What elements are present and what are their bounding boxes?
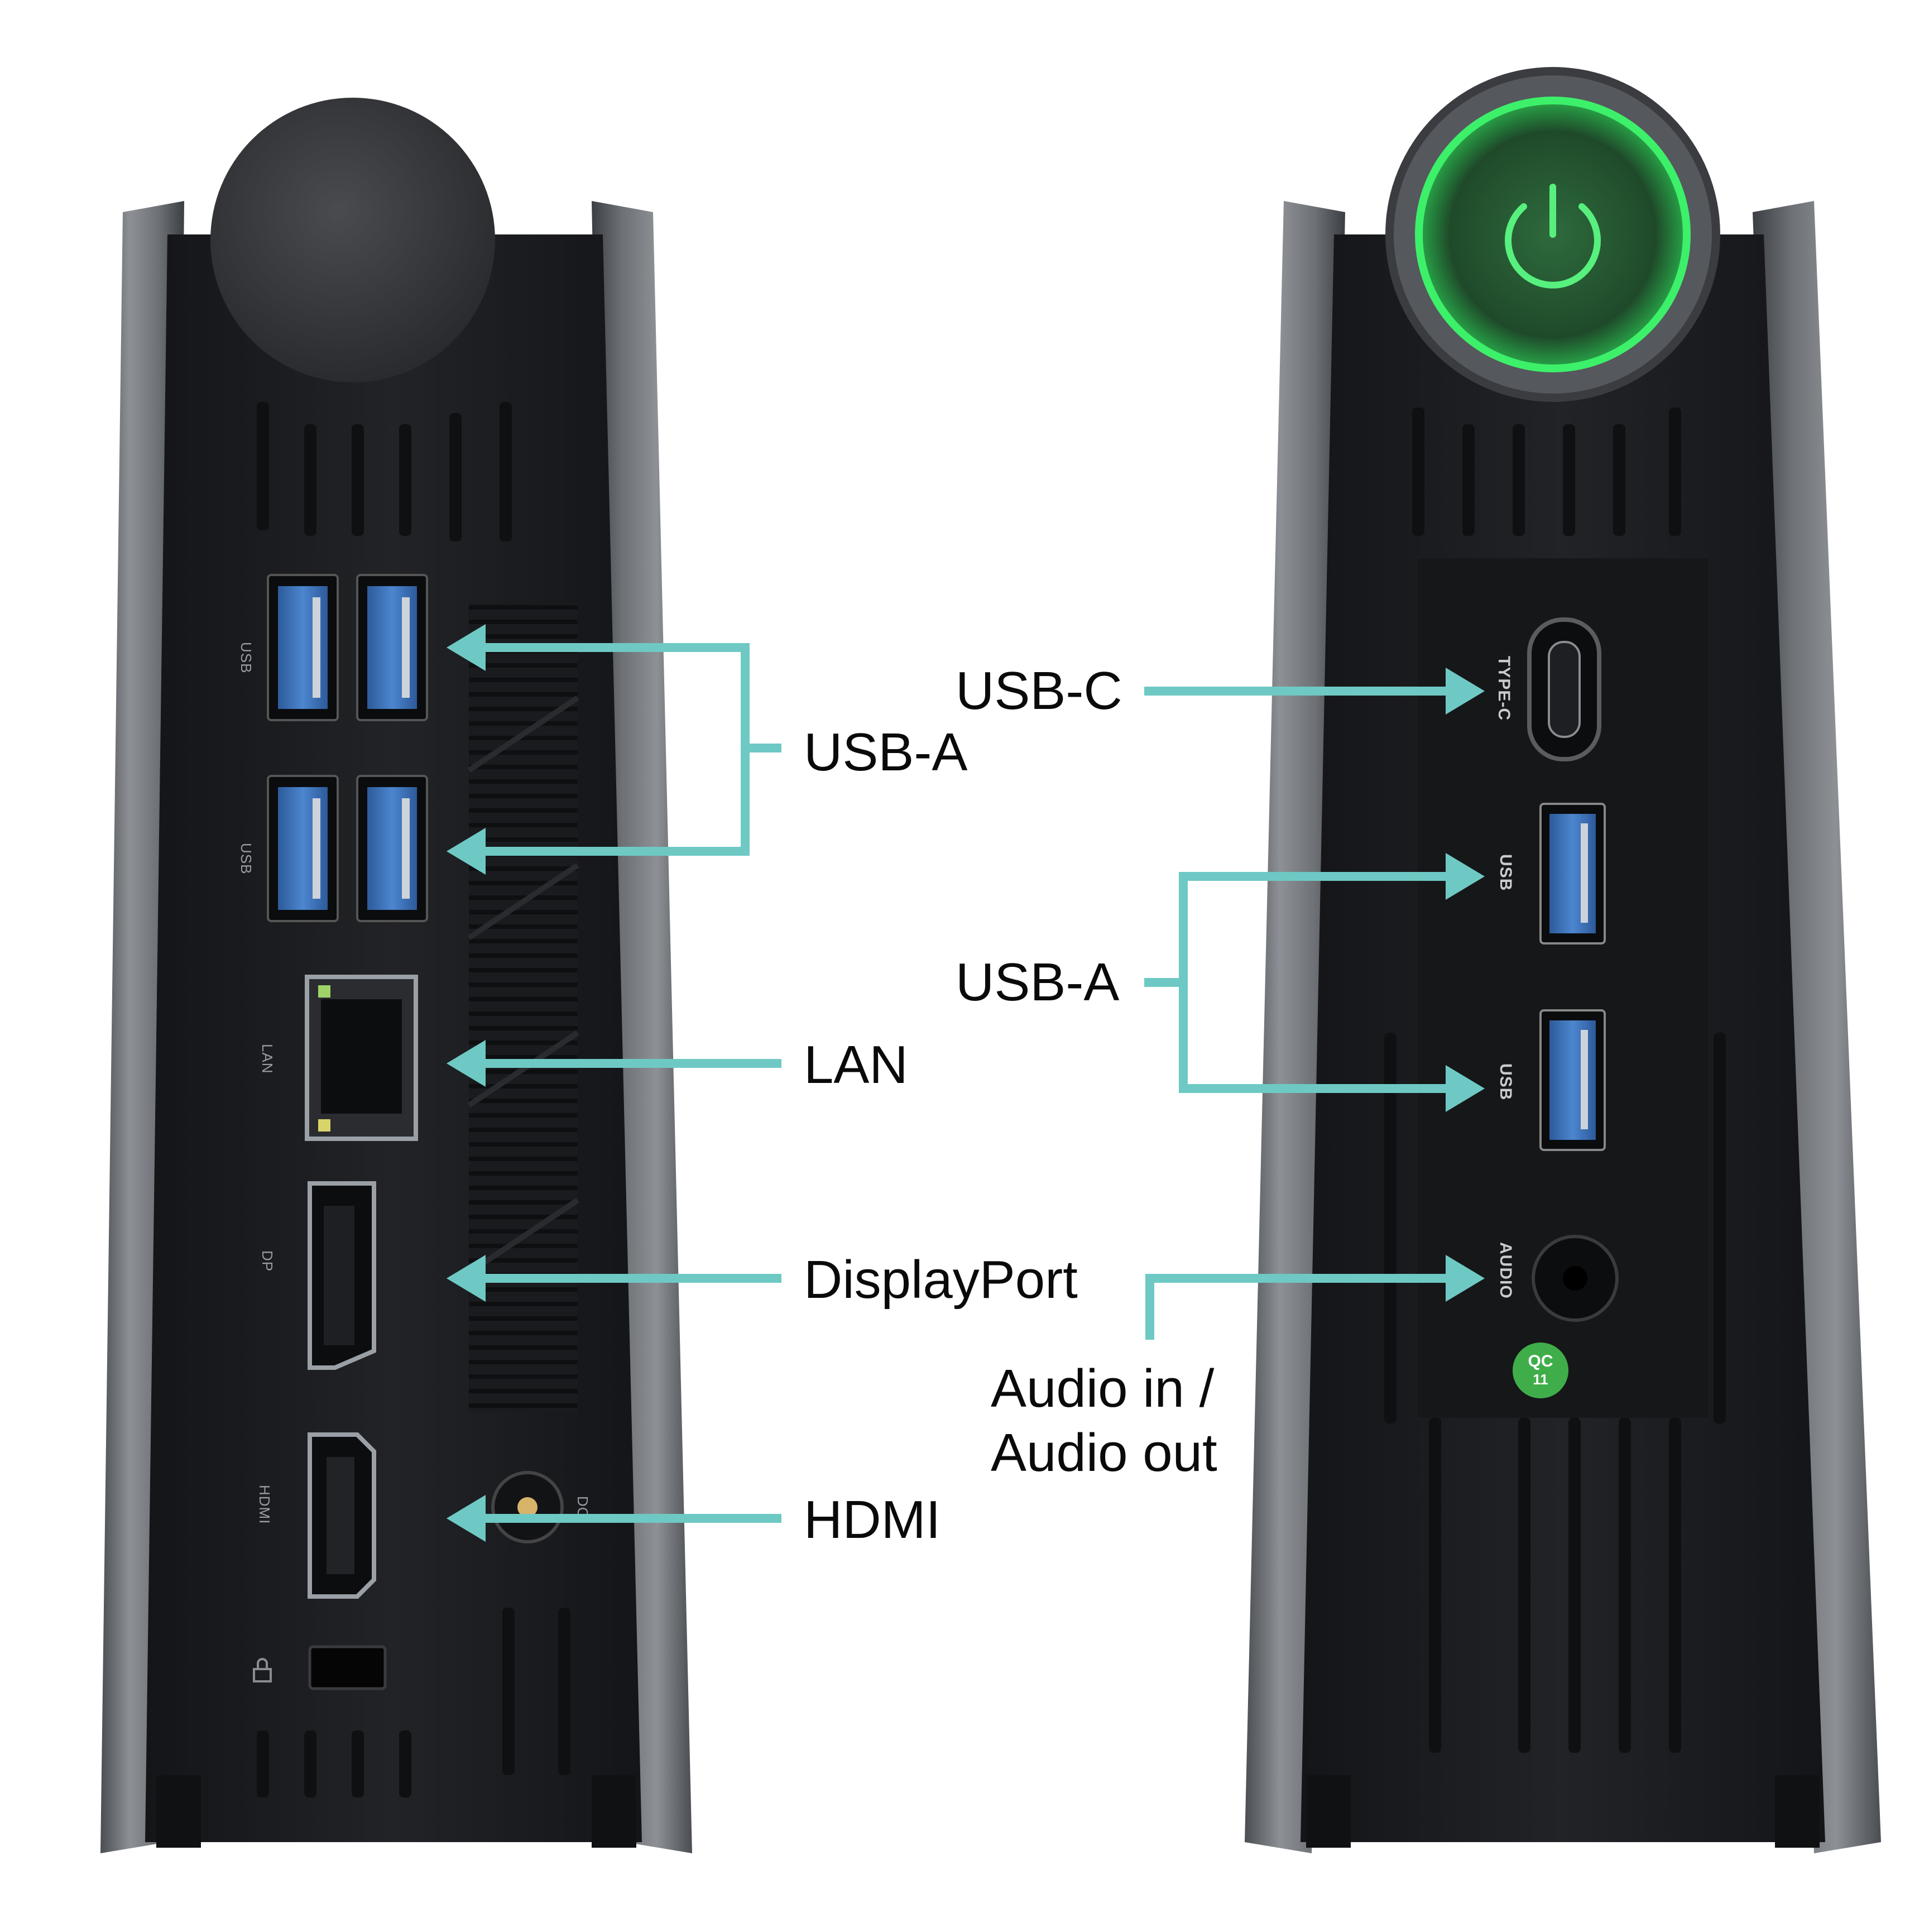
right-label-audio: AUDIO	[1496, 1242, 1515, 1299]
audio-jack[interactable]	[1532, 1235, 1619, 1322]
power-button[interactable]	[1385, 67, 1720, 402]
right-device: TYPE-C USB USB AUDIO QC 11	[1245, 67, 1881, 1853]
qc-sticker-number: 11	[1533, 1371, 1548, 1388]
usb-c-port[interactable]	[1527, 617, 1601, 761]
left-label-usb-top: USB	[238, 642, 255, 673]
displayport-port[interactable]	[308, 1181, 376, 1370]
right-frame-right-rail	[1753, 201, 1881, 1853]
left-knob	[210, 98, 495, 382]
callout-audio-line-1: Audio in /	[991, 1359, 1215, 1418]
callout-displayport: DisplayPort	[804, 1250, 1078, 1310]
callout-arrowheads	[447, 624, 1485, 1542]
usb-a-port[interactable]	[356, 574, 428, 721]
left-label-hdmi: HDMI	[256, 1485, 273, 1524]
right-foot-1	[1306, 1775, 1351, 1848]
left-label-dp: DP	[259, 1250, 276, 1272]
qc-sticker: QC 11	[1513, 1343, 1568, 1398]
left-top-fins	[257, 402, 512, 541]
usb-a-port[interactable]	[267, 775, 339, 922]
right-foot-2	[1775, 1775, 1820, 1848]
left-bottom-fins	[257, 1608, 570, 1797]
power-icon	[1505, 184, 1601, 289]
usb-a-port[interactable]	[356, 775, 428, 922]
left-device: USB USB LAN DP HDMI DC	[100, 98, 692, 1853]
right-top-fins	[1412, 408, 1681, 536]
callout-usb-c: USB-C	[956, 661, 1122, 721]
dc-power-jack[interactable]	[491, 1471, 564, 1543]
callout-lan: LAN	[804, 1035, 908, 1095]
qc-sticker-text: QC	[1528, 1352, 1553, 1370]
left-foot-2	[592, 1775, 636, 1848]
hdmi-port[interactable]	[308, 1432, 376, 1599]
usb-a-port[interactable]	[267, 574, 339, 721]
lock-icon	[253, 1658, 272, 1682]
callout-lines	[463, 643, 1457, 1523]
usb-a-port[interactable]	[1539, 1009, 1606, 1151]
usb-a-port[interactable]	[1539, 803, 1606, 945]
callout-audio-line-2: Audio out	[991, 1423, 1217, 1483]
left-label-usb-bottom: USB	[238, 843, 255, 874]
kensington-lock-slot[interactable]	[308, 1645, 387, 1690]
callout-hdmi: HDMI	[804, 1490, 941, 1550]
lan-port[interactable]	[305, 975, 418, 1141]
audio-callout-line	[1145, 1274, 1457, 1340]
callout-audio: Audio in / Audio out	[991, 1356, 1217, 1485]
left-foot-1	[156, 1775, 201, 1848]
left-label-lan: LAN	[259, 1044, 276, 1074]
left-frame-right-rail	[592, 201, 692, 1853]
callout-usb-a-left: USB-A	[804, 722, 968, 782]
right-label-usb-bottom: USB	[1496, 1063, 1515, 1100]
left-usb-port-group	[267, 574, 428, 922]
right-label-usb-top: USB	[1496, 854, 1515, 891]
callout-usb-a-right: USB-A	[956, 952, 1120, 1012]
right-label-type-c: TYPE-C	[1495, 656, 1513, 721]
left-vent-diagonals	[467, 695, 579, 1276]
right-bottom-fins	[1384, 1033, 1726, 1753]
